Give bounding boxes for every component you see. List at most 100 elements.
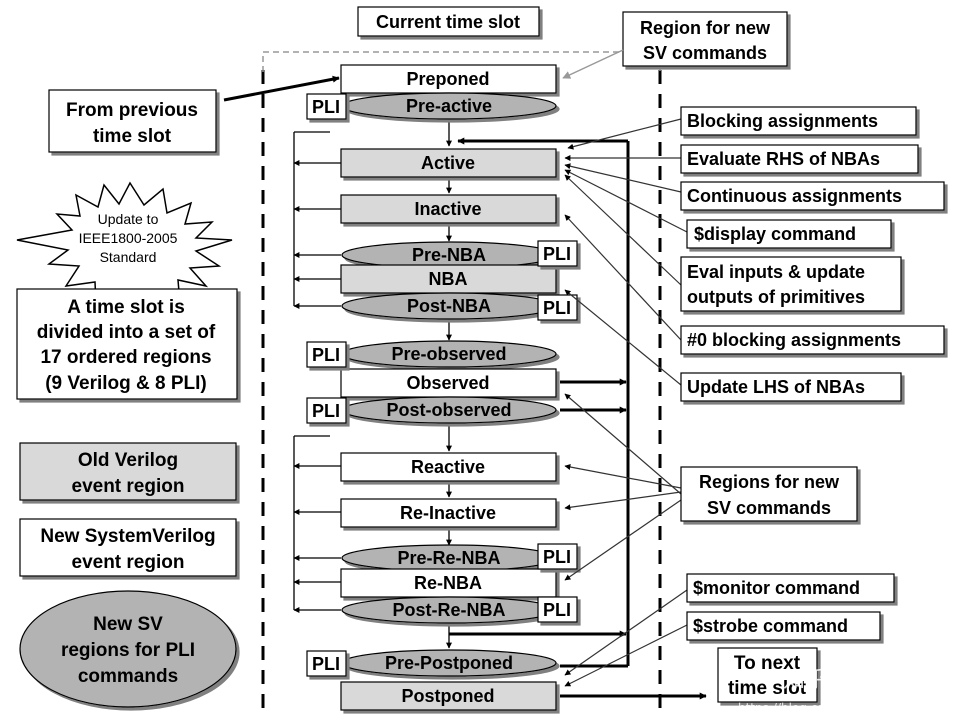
region-preponed-label: Preponed bbox=[406, 69, 489, 89]
region-nba: NBA bbox=[340, 264, 557, 294]
legend-pli-line3: commands bbox=[78, 666, 178, 687]
label-next-line2: time slot bbox=[728, 678, 807, 699]
region-re-nba-label: Re-NBA bbox=[414, 573, 482, 593]
legend-new-systemverilog: New SystemVerilog event region bbox=[19, 518, 237, 577]
region-active: Active bbox=[340, 148, 557, 178]
starburst-line1: Update to bbox=[98, 211, 159, 227]
legend-old-line2: event region bbox=[72, 476, 185, 497]
update-starburst: Update to IEEE1800-2005 Standard bbox=[16, 181, 233, 312]
summary-box: A time slot is divided into a set of 17 … bbox=[16, 288, 238, 400]
pointer-lines bbox=[564, 118, 688, 687]
region-re-inactive-label: Re-Inactive bbox=[400, 503, 496, 523]
label-to-next-slot: To next time slot bbox=[717, 647, 818, 703]
region-postponed: Postponed bbox=[340, 681, 557, 711]
label-regions-new-sv: Regions for new SV commands bbox=[680, 466, 858, 522]
watermark-main: 知乎 @秦旋 bbox=[783, 668, 900, 693]
region-post-re-nba: Post-Re-NBA bbox=[341, 596, 557, 624]
region-pre-postponed-label: Pre-Postponed bbox=[385, 653, 513, 673]
label-monitor-text: $monitor command bbox=[693, 578, 860, 598]
watermark-url: https://blog.csdn.net/kevindas bbox=[738, 701, 920, 715]
pli-tag-text: PLI bbox=[543, 298, 571, 318]
region-active-label: Active bbox=[421, 153, 475, 173]
region-reactive: Reactive bbox=[340, 452, 557, 482]
pli-tag-pre-postponed: PLI bbox=[306, 650, 347, 677]
region-new-sv-line1: Region for new bbox=[640, 18, 771, 38]
from-previous-line2: time slot bbox=[93, 126, 172, 147]
region-new-sv-pointer bbox=[562, 49, 624, 79]
label-evaluate-rhs: Evaluate RHS of NBAs bbox=[680, 144, 919, 174]
label-eval-inputs-line1: Eval inputs & update bbox=[687, 262, 865, 282]
label-strobe-text: $strobe command bbox=[693, 616, 848, 636]
label-blocking-text: Blocking assignments bbox=[687, 111, 878, 131]
legend-new-line2: event region bbox=[72, 552, 185, 573]
legend-old-verilog: Old Verilog event region bbox=[19, 442, 237, 501]
from-previous-arrow bbox=[223, 75, 340, 102]
label-zero-blocking-text: #0 blocking assignments bbox=[687, 330, 901, 350]
region-pre-active: Pre-active bbox=[341, 92, 557, 120]
legend-new-line1: New SystemVerilog bbox=[40, 526, 215, 547]
region-re-inactive: Re-Inactive bbox=[340, 498, 557, 528]
from-previous-box: From previous time slot bbox=[48, 89, 217, 153]
pli-tag-post-observed: PLI bbox=[306, 397, 347, 424]
region-inactive: Inactive bbox=[340, 194, 557, 224]
pli-tag-pre-observed: PLI bbox=[306, 341, 347, 368]
region-pre-postponed: Pre-Postponed bbox=[341, 649, 557, 677]
pli-tag-text: PLI bbox=[312, 401, 340, 421]
region-observed-label: Observed bbox=[406, 373, 489, 393]
pli-tag-pre-nba: PLI bbox=[537, 240, 578, 267]
region-preponed: Preponed bbox=[340, 64, 557, 94]
from-previous-line1: From previous bbox=[66, 100, 198, 121]
region-new-sv-line2: SV commands bbox=[643, 43, 767, 63]
current-time-slot-text: Current time slot bbox=[376, 12, 520, 32]
label-display-text: $display command bbox=[694, 224, 856, 244]
region-post-re-nba-label: Post-Re-NBA bbox=[392, 600, 505, 620]
label-regions-new-line1: Regions for new bbox=[699, 472, 840, 492]
region-pre-nba-label: Pre-NBA bbox=[412, 245, 486, 265]
legend-pli-line1: New SV bbox=[93, 614, 163, 635]
legend-pli-regions: New SV regions for PLI commands bbox=[19, 590, 237, 708]
label-eval-inputs-line2: outputs of primitives bbox=[687, 287, 865, 307]
label-evaluate-rhs-text: Evaluate RHS of NBAs bbox=[687, 149, 880, 169]
label-update-lhs: Update LHS of NBAs bbox=[680, 372, 902, 402]
region-post-observed-label: Post-observed bbox=[386, 400, 511, 420]
summary-line1: A time slot is bbox=[67, 297, 185, 318]
region-pre-active-label: Pre-active bbox=[406, 96, 492, 116]
pli-tag-text: PLI bbox=[312, 97, 340, 117]
label-regions-new-line2: SV commands bbox=[707, 498, 831, 518]
pli-tag-post-re-nba: PLI bbox=[537, 596, 578, 623]
legend-pli-line2: regions for PLI bbox=[61, 640, 195, 661]
pli-tag-text: PLI bbox=[312, 345, 340, 365]
label-blocking-assignments: Blocking assignments bbox=[680, 106, 917, 136]
summary-line4: (9 Verilog & 8 PLI) bbox=[45, 373, 207, 394]
pli-tag-text: PLI bbox=[543, 244, 571, 264]
region-pre-re-nba: Pre-Re-NBA bbox=[341, 544, 557, 572]
summary-line3: 17 ordered regions bbox=[40, 347, 211, 368]
pli-tag-pre-active: PLI bbox=[306, 93, 347, 120]
label-next-line1: To next bbox=[734, 653, 801, 674]
summary-line2: divided into a set of bbox=[37, 322, 216, 343]
current-slot-bracket bbox=[262, 51, 661, 72]
label-strobe-command: $strobe command bbox=[686, 611, 881, 641]
label-continuous-text: Continuous assignments bbox=[687, 186, 902, 206]
pli-tag-text: PLI bbox=[312, 654, 340, 674]
pli-tag-text: PLI bbox=[543, 547, 571, 567]
pli-tag-post-nba: PLI bbox=[537, 294, 578, 321]
region-reactive-label: Reactive bbox=[411, 457, 485, 477]
label-display-command: $display command bbox=[686, 219, 892, 249]
label-continuous-assignments: Continuous assignments bbox=[680, 181, 945, 211]
label-zero-blocking: #0 blocking assignments bbox=[680, 325, 945, 355]
region-pre-observed: Pre-observed bbox=[341, 340, 557, 368]
label-monitor-command: $monitor command bbox=[686, 573, 895, 603]
pli-tag-text: PLI bbox=[543, 600, 571, 620]
starburst-line3: Standard bbox=[100, 249, 157, 265]
region-re-nba: Re-NBA bbox=[340, 568, 557, 598]
region-pre-nba: Pre-NBA bbox=[341, 241, 557, 269]
region-pre-observed-label: Pre-observed bbox=[391, 344, 506, 364]
label-update-lhs-text: Update LHS of NBAs bbox=[687, 377, 865, 397]
region-new-sv-label: Region for new SV commands bbox=[622, 11, 788, 67]
region-inactive-label: Inactive bbox=[414, 199, 481, 219]
starburst-line2: IEEE1800-2005 bbox=[79, 230, 178, 246]
region-nba-label: NBA bbox=[429, 269, 468, 289]
region-pre-re-nba-label: Pre-Re-NBA bbox=[397, 548, 500, 568]
